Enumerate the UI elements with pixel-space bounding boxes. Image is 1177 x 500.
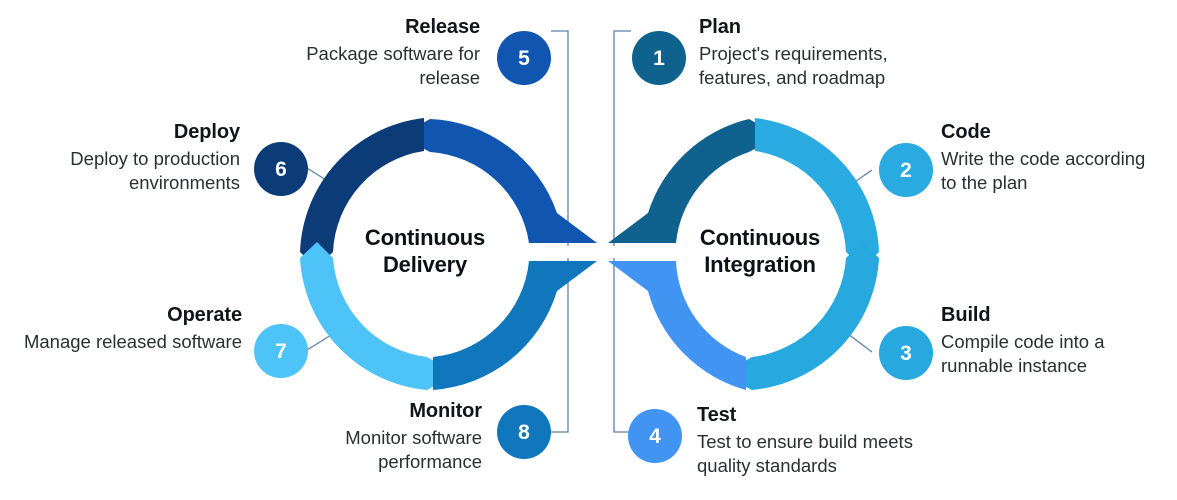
step-desc-test: Test to ensure build meets quality stand…	[697, 431, 913, 477]
center-caption-continuous-integration: Continuous Integration	[699, 225, 821, 277]
step-badge-4[interactable]: 4	[628, 409, 682, 463]
center-caption-continuous-delivery: Continuous Delivery	[364, 225, 486, 277]
connector-line-test	[613, 258, 631, 433]
step-badge-5[interactable]: 5	[497, 31, 551, 85]
step-desc-monitor: Monitor software performance	[345, 427, 482, 473]
step-label-code: Code Write the code according to the pla…	[941, 120, 1177, 195]
connector-line-monitor	[551, 258, 569, 433]
step-title-code: Code	[941, 121, 991, 143]
step-label-deploy: Deploy Deploy to production environments	[15, 120, 240, 195]
step-desc-release: Package software for release	[306, 43, 480, 89]
arc-segment-test	[608, 261, 746, 390]
step-label-operate: Operate Manage released software	[6, 303, 242, 354]
step-label-monitor: Monitor Monitor software performance	[245, 399, 482, 474]
step-title-plan: Plan	[699, 16, 741, 38]
connector-line-release	[551, 30, 569, 246]
step-badge-2[interactable]: 2	[879, 143, 933, 197]
step-desc-build: Compile code into a runnable instance	[941, 331, 1105, 377]
step-desc-plan: Project's requirements, features, and ro…	[699, 43, 888, 89]
step-badge-6[interactable]: 6	[254, 142, 308, 196]
step-title-monitor: Monitor	[409, 400, 482, 422]
step-badge-7[interactable]: 7	[254, 324, 308, 378]
step-desc-operate: Manage released software	[23, 331, 242, 353]
step-title-build: Build	[941, 304, 991, 326]
step-label-test: Test Test to ensure build meets quality …	[697, 403, 997, 478]
step-title-test: Test	[697, 404, 737, 426]
arc-segment-monitor	[433, 261, 597, 390]
step-badge-8[interactable]: 8	[497, 405, 551, 459]
step-title-deploy: Deploy	[173, 121, 240, 143]
step-title-operate: Operate	[167, 304, 242, 326]
connector-line-plan	[613, 30, 631, 246]
step-title-release: Release	[405, 16, 480, 38]
step-desc-code: Write the code according to the plan	[941, 148, 1146, 194]
step-label-build: Build Compile code into a runnable insta…	[941, 303, 1177, 378]
step-badge-3[interactable]: 3	[879, 326, 933, 380]
step-badge-1[interactable]: 1	[632, 31, 686, 85]
step-label-plan: Plan Project's requirements, features, a…	[699, 15, 1029, 90]
step-label-release: Release Package software for release	[200, 15, 480, 90]
step-desc-deploy: Deploy to production environments	[70, 148, 240, 194]
